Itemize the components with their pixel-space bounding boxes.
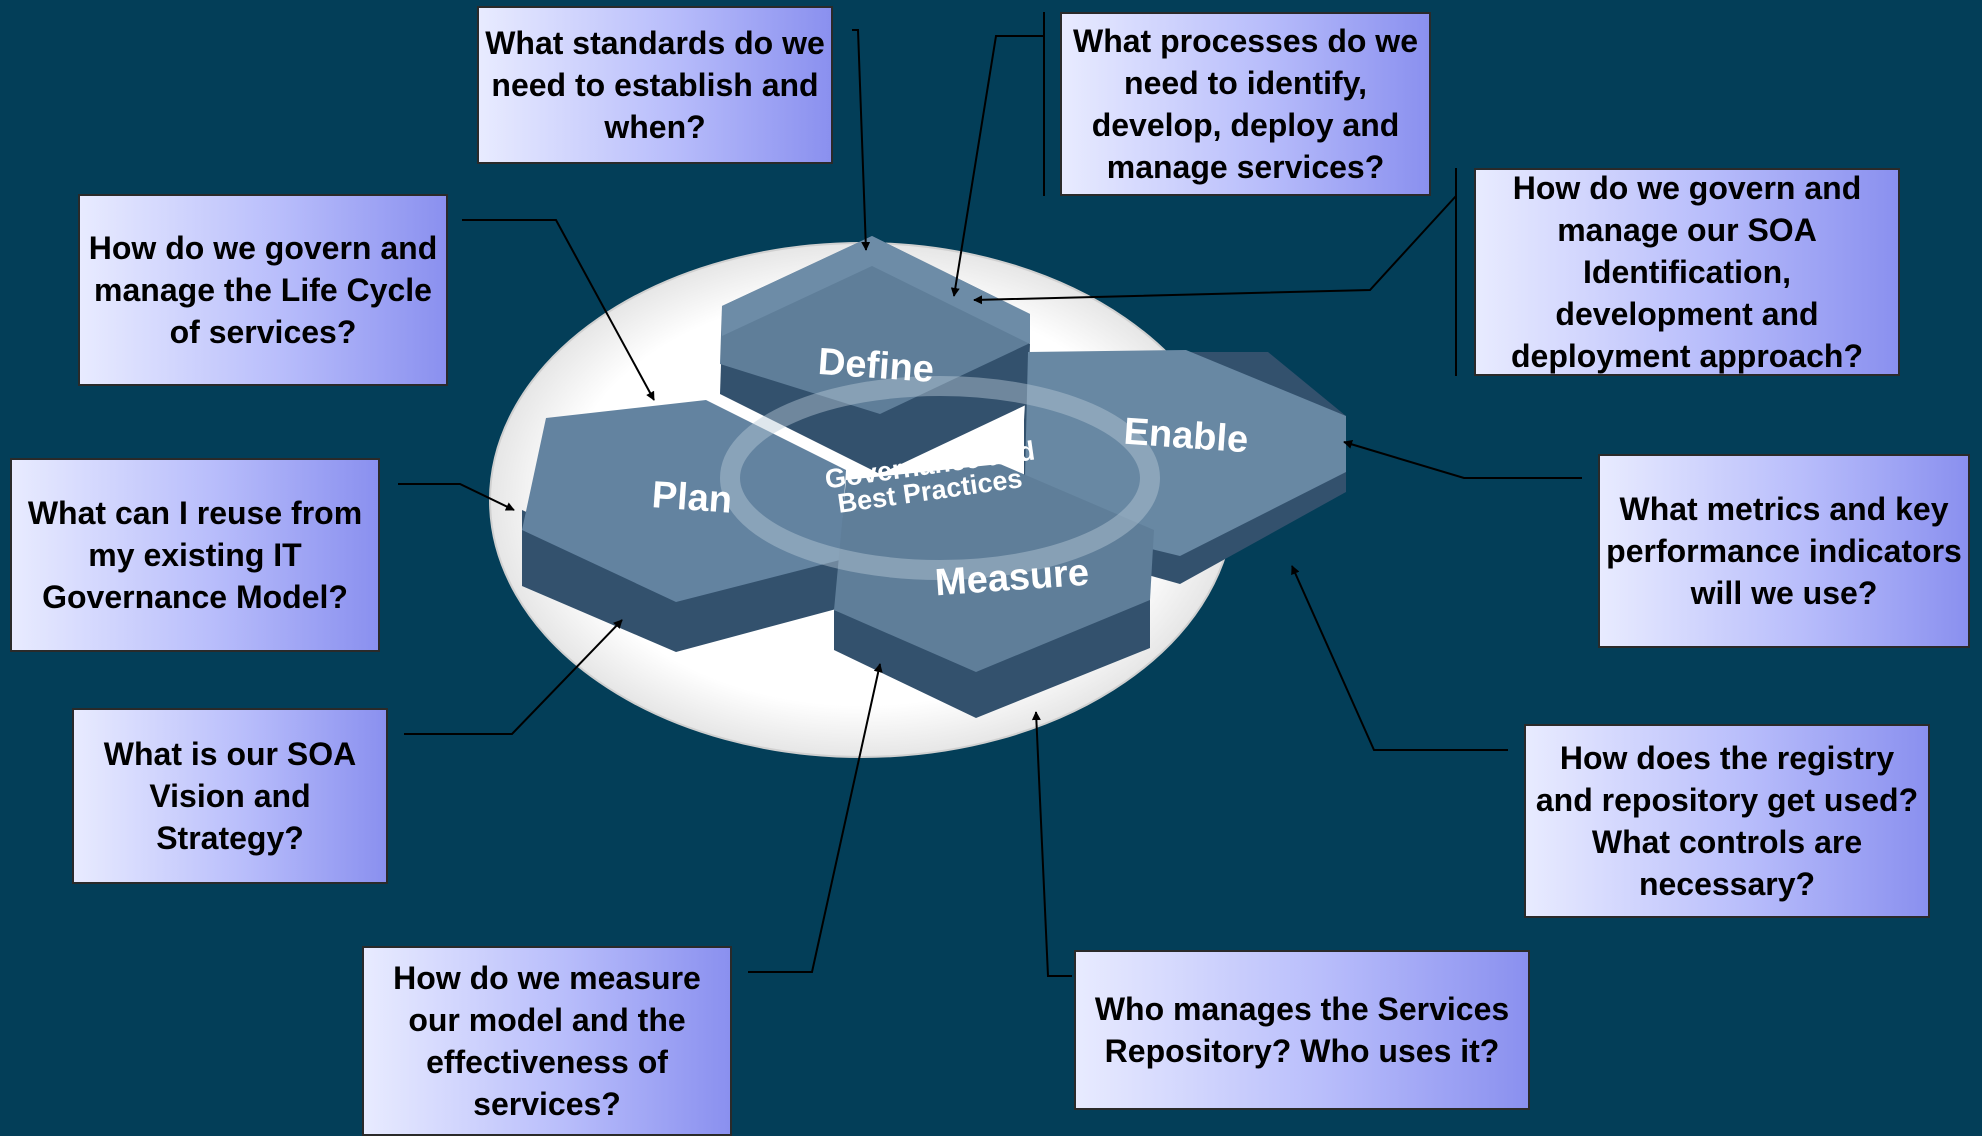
question-box-standards: What standards do we need to establish a… [477, 6, 833, 164]
question-box-reuse: What can I reuse from my existing IT Gov… [10, 458, 380, 652]
question-text-vision: What is our SOA Vision and Strategy? [103, 736, 357, 856]
question-box-metrics: What metrics and key performance indicat… [1598, 454, 1970, 648]
question-box-processes: What processes do we need to identify, d… [1060, 12, 1431, 196]
question-box-lifecycle: How do we govern and manage the Life Cyc… [78, 194, 448, 386]
connector-govern-soa [973, 195, 1457, 305]
hexagon-plan [522, 400, 846, 652]
question-text-measure-model: How do we measure our model and the effe… [393, 960, 701, 1122]
question-box-govern-soa: How do we govern and manage our SOA Iden… [1474, 168, 1900, 376]
question-text-processes: What processes do we need to identify, d… [1073, 23, 1418, 185]
question-text-metrics: What metrics and key performance indicat… [1606, 491, 1962, 611]
connector-standards [852, 29, 871, 251]
connector-metrics [1343, 440, 1582, 479]
connector-processes [950, 35, 1044, 297]
connector-repository [1031, 711, 1072, 977]
hexagon-define [720, 236, 1030, 474]
question-text-lifecycle: How do we govern and manage the Life Cyc… [88, 230, 438, 350]
hex-label-define: Define [817, 341, 936, 391]
question-text-standards: What standards do we need to establish a… [485, 25, 825, 145]
hex-label-plan: Plan [651, 474, 734, 521]
question-box-vision: What is our SOA Vision and Strategy? [72, 708, 388, 884]
hex-label-enable: Enable [1122, 411, 1249, 462]
question-box-repository: Who manages the Services Repository? Who… [1074, 950, 1530, 1110]
question-text-repository: Who manages the Services Repository? Who… [1094, 991, 1510, 1069]
connector-measure-model [748, 663, 883, 973]
connector-registry [1291, 565, 1508, 751]
governance-ring [720, 376, 1160, 580]
connector-lifecycle [462, 219, 655, 401]
connector-vision [404, 619, 623, 735]
question-text-govern-soa: How do we govern and manage our SOA Iden… [1510, 170, 1864, 374]
question-text-reuse: What can I reuse from my existing IT Gov… [27, 495, 363, 615]
question-box-registry: How does the registry and repository get… [1524, 724, 1930, 918]
connector-reuse [398, 483, 515, 511]
question-text-registry: How does the registry and repository get… [1535, 740, 1919, 902]
question-box-measure-model: How do we measure our model and the effe… [362, 946, 732, 1136]
hexagon-measure [834, 464, 1154, 718]
